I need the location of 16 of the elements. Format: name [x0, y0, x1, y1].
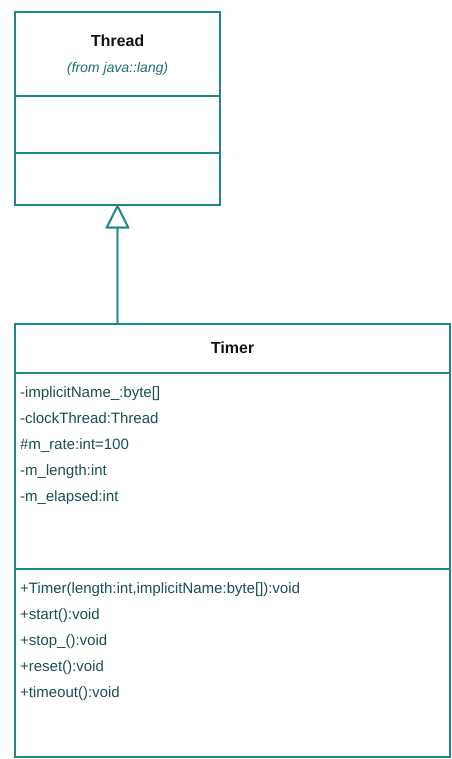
method-text: +Timer(length:int,implicitName:byte[]):void	[20, 579, 300, 599]
attribute-text: -implicitName_:byte[]	[20, 383, 160, 403]
class-box	[14, 323, 451, 758]
attribute-text: -clockThread:Thread	[20, 409, 158, 429]
class-name: Timer	[210, 338, 254, 358]
package-note: (from java::lang)	[66, 58, 168, 77]
attribute-text: #m_rate:int=100	[20, 435, 129, 455]
attribute-text: -m_elapsed:int	[20, 487, 118, 507]
attribute-text: -m_length:int	[20, 461, 107, 481]
method-text: +reset():void	[20, 657, 104, 677]
method-text: +stop_():void	[20, 631, 108, 651]
method-text: +timeout():void	[20, 683, 120, 703]
generalization-arrow	[106, 204, 130, 323]
method-text: +start():void	[20, 605, 100, 625]
class-name: Thread	[90, 32, 144, 52]
class-box	[14, 11, 221, 206]
